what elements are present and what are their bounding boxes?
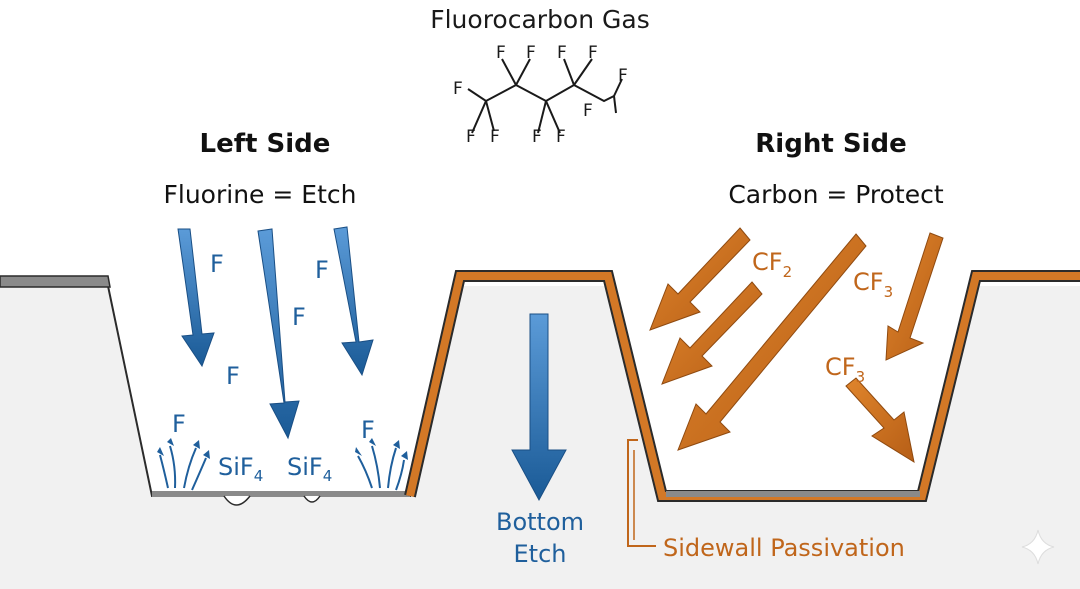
cf3-label: CF3: [825, 353, 865, 386]
carbon-arrows: [649, 227, 944, 464]
fluorine-arrow: [333, 226, 374, 377]
fluorocarbon-molecule: [467, 58, 623, 134]
mask-layer-left: [0, 275, 111, 288]
atom-label: F: [583, 101, 593, 121]
passivation-layer: [404, 270, 1080, 502]
right-subheading: Carbon = Protect: [728, 180, 943, 209]
sif4-subscript: 4: [323, 467, 333, 485]
atom-label: F: [526, 43, 536, 63]
atom-label: F: [556, 127, 566, 147]
carbon-arrow: [677, 233, 867, 451]
bottom-etch-label-line2: Etch: [514, 540, 567, 568]
etch-pit: [303, 495, 321, 503]
sif4-base: SiF: [218, 453, 254, 481]
diagram-title: Fluorocarbon Gas: [430, 5, 650, 34]
bottom-etch-arrow: [511, 313, 567, 502]
sif4-subscript: 4: [254, 467, 264, 485]
atom-label: F: [557, 43, 567, 63]
carbon-arrow: [885, 232, 944, 361]
escaping-arrowheads: [157, 438, 408, 460]
fluorine-arrow: [257, 228, 300, 440]
carbon-arrow: [661, 281, 763, 385]
fluorine-arrows: [177, 226, 567, 502]
fluorine-label: F: [210, 250, 224, 278]
left-trench-floor: [152, 491, 410, 497]
atom-label: F: [466, 127, 476, 147]
cf2-subscript: 2: [783, 263, 793, 281]
sif4-label: SiF4: [218, 453, 263, 485]
cf3-subscript: 3: [856, 368, 866, 386]
molecule-atom-labels: F F F F F F F F F F F: [453, 43, 628, 147]
atom-label: F: [618, 66, 628, 86]
fluorine-label: F: [361, 416, 375, 444]
carbon-arrow: [845, 377, 915, 464]
fluorine-arrow: [177, 228, 215, 368]
cf3-base: CF: [825, 353, 856, 381]
atom-label: F: [496, 43, 506, 63]
right-heading: Right Side: [755, 129, 906, 159]
fluorine-label: F: [172, 410, 186, 438]
left-heading: Left Side: [200, 129, 331, 159]
cf2-base: CF: [752, 248, 783, 276]
bottom-etch-label-line1: Bottom: [496, 508, 584, 536]
atom-label: F: [588, 43, 598, 63]
atom-label: F: [490, 127, 500, 147]
sif4-label: SiF4: [287, 453, 332, 485]
cf2-label: CF2: [752, 248, 792, 281]
sparkle-icon: [1021, 529, 1055, 565]
left-subheading: Fluorine = Etch: [164, 180, 357, 209]
fluorine-label: F: [226, 362, 240, 390]
cf3-subscript: 3: [884, 283, 894, 301]
escaping-product-arrows: [159, 445, 405, 491]
atom-label: F: [532, 127, 542, 147]
passivation-bracket: [627, 439, 656, 547]
sidewall-passivation-label: Sidewall Passivation: [663, 534, 905, 562]
etch-pit: [223, 495, 251, 506]
fluorine-label: F: [315, 256, 329, 284]
atom-label: F: [453, 79, 463, 99]
carbon-arrow: [649, 227, 751, 331]
cf3-base: CF: [853, 268, 884, 296]
cf3-label: CF3: [853, 268, 893, 301]
fluorine-label: F: [292, 303, 306, 331]
sif4-base: SiF: [287, 453, 323, 481]
